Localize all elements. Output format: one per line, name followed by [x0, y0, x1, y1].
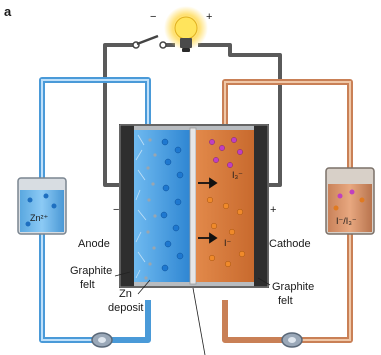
graphite-felt-right-line1: Graphite: [272, 281, 314, 293]
graphite-felt-left-leader: [114, 271, 131, 277]
graphite-felt-left-line1: Graphite: [70, 265, 112, 277]
anode-graphite-felt: [135, 134, 147, 279]
cathode-species-bottom-label: I⁻: [224, 238, 232, 248]
wire-right: [198, 43, 282, 187]
zn-deposit-leader: [137, 279, 151, 295]
switch-icon[interactable]: [132, 34, 167, 49]
cathode-species-top-label: I₃⁻: [232, 170, 243, 180]
zn-deposit-label-line1: Zn: [119, 288, 132, 300]
anolyte-piping-highlight: [41, 79, 149, 341]
lightbulb-icon: [164, 6, 208, 52]
catholyte-piping-highlight: [224, 81, 351, 341]
anode-collector: [120, 125, 134, 287]
catholyte-tank: [325, 167, 375, 235]
bulb-plus-label: +: [206, 11, 212, 23]
catholyte-pipe-return: [222, 300, 285, 343]
graphite-felt-right-line2: felt: [278, 295, 293, 307]
cathode-label: Cathode: [269, 238, 311, 250]
catholyte-tank-label: I⁻/I₃⁻: [336, 216, 357, 226]
panel-letter: a: [4, 4, 12, 19]
zn-ions: [160, 138, 184, 272]
separator-membrane: [189, 127, 197, 285]
iodide-ions: [206, 196, 246, 268]
graphite-felt-left-line2: felt: [80, 279, 95, 291]
pump-icon: [281, 332, 303, 348]
triiodide-ions: [209, 137, 243, 168]
cell-body: [119, 124, 269, 288]
pump-icon: [91, 332, 113, 348]
anolyte-tank: [17, 177, 67, 235]
zn-deposit-label-line2: deposit: [108, 302, 143, 314]
anolyte-pipe-return: [110, 300, 151, 343]
membrane-leader: [192, 287, 206, 355]
anode-label: Anode: [78, 238, 110, 250]
anolyte-chamber: [134, 130, 190, 282]
cathode-collector: [254, 125, 268, 287]
wire-left: [103, 43, 135, 187]
anolyte-tank-label: Zn²⁺: [30, 213, 49, 223]
bulb-minus-label: −: [150, 11, 156, 23]
zn-deposit: [144, 138, 157, 280]
anode-minus-label: −: [113, 204, 119, 216]
cathode-plus-label: +: [270, 204, 276, 216]
ion-transfer-arrows: [198, 177, 218, 244]
graphite-felt-right-leader: [257, 277, 271, 286]
